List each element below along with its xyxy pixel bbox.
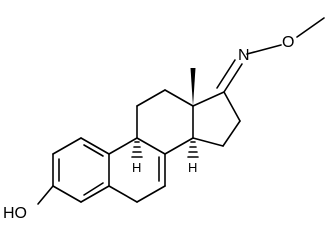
ring-d: [192, 91, 241, 147]
c17-n-double: [216, 59, 236, 89]
o-methyl-bond: [296, 17, 325, 38]
oxime-oxygen-label: O: [282, 34, 294, 51]
ring-c: [136, 89, 194, 155]
ring-b: [108, 137, 166, 203]
oxime-nitrogen-label: N: [238, 47, 250, 64]
h-c14-hash: [187, 141, 199, 158]
c3-oh-bond: [37, 185, 54, 205]
hydroxyl-label: HO: [3, 205, 27, 222]
ring-a: [52, 137, 110, 203]
methyl-wedge: [190, 68, 196, 106]
h-c9-label: H: [132, 160, 141, 175]
c17-n-bond: [223, 63, 243, 93]
h-c14-label: H: [188, 160, 197, 175]
molecule-structure: HO N O H H: [3, 17, 325, 222]
n-o-bond: [246, 44, 282, 55]
h-c9-hash: [131, 141, 143, 158]
